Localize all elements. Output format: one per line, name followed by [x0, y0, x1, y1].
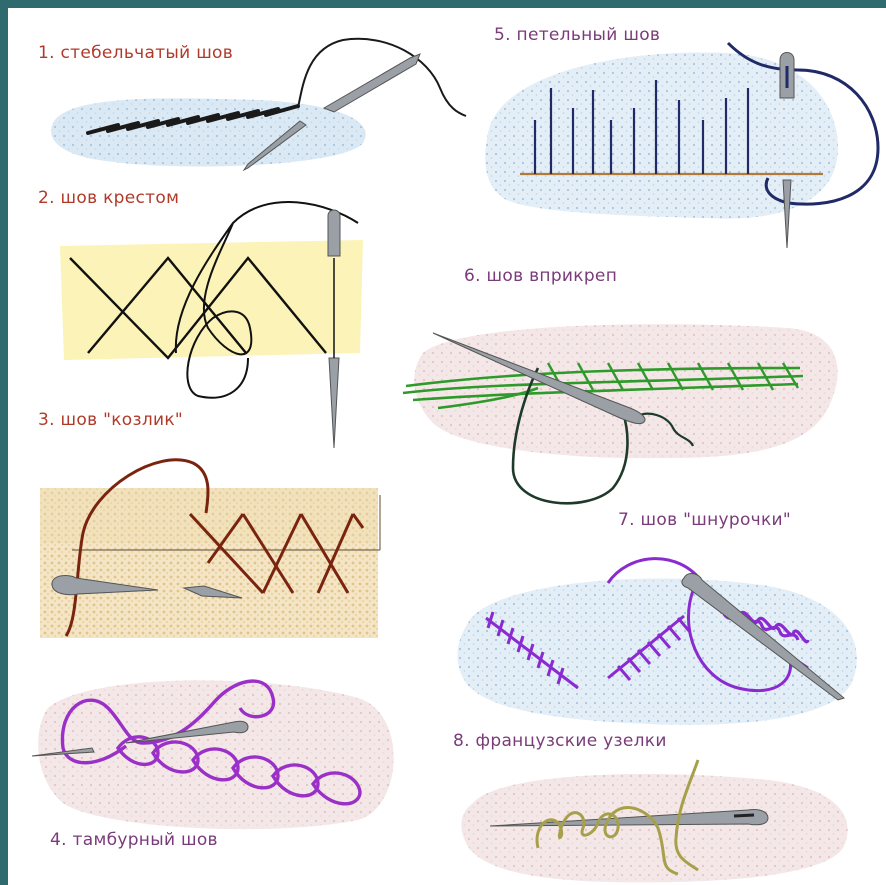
cross-needle-eye-icon — [328, 210, 340, 256]
label-herringbone-stitch: 3. шов "козлик" — [38, 410, 183, 430]
lace-stitch-illustration — [458, 559, 857, 725]
label-stem-stitch: 1. стебельчатый шов — [38, 43, 233, 63]
label-couching-stitch: 6. шов вприкреп — [464, 266, 617, 286]
label-french-knots: 8. французские узелки — [453, 731, 667, 751]
herringbone-stitch-illustration — [40, 460, 380, 638]
label-cross-stitch: 2. шов крестом — [38, 188, 179, 208]
label-buttonhole-stitch: 5. петельный шов — [494, 25, 660, 45]
cross-needle-tip-icon — [329, 358, 339, 448]
label-chain-stitch: 4. тамбурный шов — [50, 830, 218, 850]
buttonhole-needle-tip-icon — [783, 180, 791, 248]
stitch-illustrations — [8, 8, 886, 885]
embroidery-stitches-chart: 1. стебельчатый шов 2. шов крестом 3. шо… — [8, 8, 886, 885]
label-lace-stitch: 7. шов "шнурочки" — [618, 510, 791, 530]
couching-stitch-illustration — [403, 324, 838, 503]
stem-needle-icon — [324, 54, 420, 112]
french-knots-illustration — [461, 760, 847, 882]
buttonhole-stitch-illustration — [485, 43, 878, 248]
chain-stitch-illustration — [32, 680, 394, 829]
